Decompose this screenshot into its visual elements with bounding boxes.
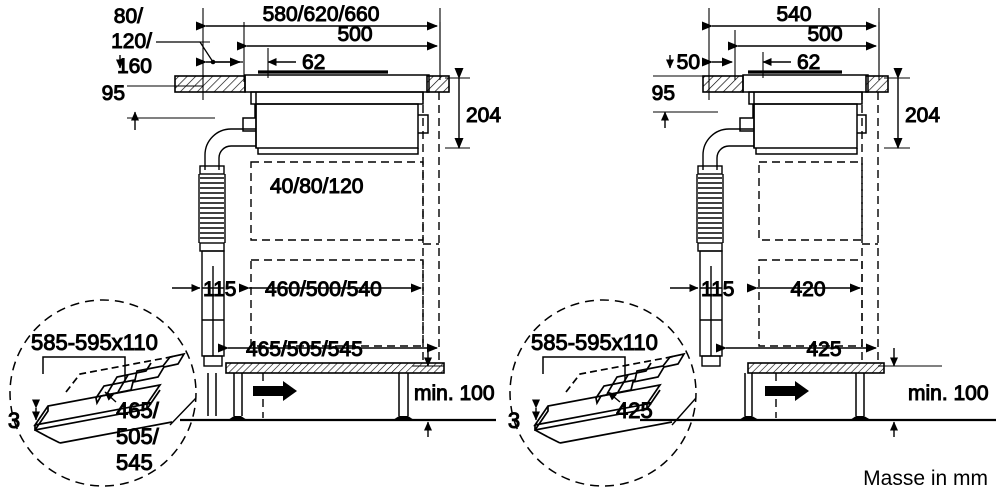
- dim-label-115-left: 115: [203, 278, 236, 301]
- dim-worktop-thickness-left: [156, 41, 243, 67]
- dim-label-204-right: 204: [905, 104, 940, 127]
- worktop-slab-right: [702, 75, 889, 93]
- dim-label-lower-width-left: 465/505/545: [246, 338, 363, 361]
- dim-label-mid-width-right: 420: [790, 278, 825, 301]
- dim-label-204-left: 204: [466, 104, 501, 127]
- dim-label-thickness-80: 80/: [114, 5, 143, 28]
- shelf-board-left: [225, 362, 445, 374]
- left-view-group: 580/620/660 500 62 80/ 120/ 160 95: [7, 3, 502, 487]
- dim-label-115-right: 115: [701, 278, 734, 301]
- shelf-board-right: [747, 362, 885, 374]
- units-note: Masse in mm: [863, 467, 988, 490]
- dim-label-62-right: 62: [797, 51, 820, 74]
- worktop-slab-left: [174, 75, 450, 93]
- dim-label-thickness-right: 50: [677, 51, 700, 74]
- right-view-group: 540 500 62 50 95: [507, 3, 996, 487]
- cooktop-body-right: [739, 70, 869, 155]
- dim-label-top-overall-right: 540: [776, 3, 811, 26]
- corrugation-rings-right: [698, 177, 722, 239]
- detail-label-465: 465/: [116, 398, 160, 423]
- cabinet-dashed-outlines-right: [758, 92, 879, 360]
- dim-label-mid-width-left: 460/500/540: [265, 278, 382, 301]
- plinth-supports-right: [640, 373, 996, 422]
- dim-label-top-inner-right: 500: [807, 23, 842, 46]
- detail-circle-right: 585-595x110 3 425: [507, 299, 697, 487]
- airflow-arrow-left: [253, 381, 297, 401]
- detail-label-cutout-right: 585-595x110: [531, 330, 658, 355]
- cabinet-dashed-outlines-left: [250, 92, 440, 360]
- detail-label-thickness-right: 3: [508, 408, 520, 433]
- corrugation-rings-left: [200, 177, 224, 239]
- dim-label-95-right: 95: [652, 82, 675, 105]
- detail-label-545: 545: [116, 450, 153, 475]
- detail-label-depth-right: 425: [616, 398, 653, 423]
- detail-label-thickness-left: 3: [8, 408, 20, 433]
- dim-label-min100-right: min. 100: [908, 382, 989, 405]
- dim-label-95-left: 95: [102, 82, 125, 105]
- dim-label-lower-width-right: 425: [806, 338, 841, 361]
- detail-label-cutout-left: 585-595x110: [31, 330, 158, 355]
- detail-circle-left: 585-595x110 3 465/ 505/ 545: [7, 299, 197, 487]
- dim-label-min100-left: min. 100: [414, 382, 495, 405]
- dim-label-thickness-160: 160: [117, 55, 152, 78]
- flex-duct-left: [198, 128, 256, 367]
- dim-min100-right: [878, 348, 942, 437]
- cooktop-body-left: [242, 70, 430, 155]
- plinth-supports-left: [180, 373, 496, 422]
- dim-min100-left: [412, 348, 444, 437]
- detail-label-505: 505/: [116, 424, 160, 449]
- dim-label-top-inner-left: 500: [337, 23, 372, 46]
- dim-label-thickness-120: 120/: [111, 30, 152, 53]
- flex-duct-right: [696, 128, 754, 367]
- airflow-arrow-right: [765, 381, 809, 401]
- dim-204-right: [884, 68, 910, 149]
- dim-204-left: [445, 68, 470, 149]
- dim-label-top-overall-left: 580/620/660: [263, 3, 380, 26]
- dim-label-cabinet-depth-left: 40/80/120: [270, 175, 363, 198]
